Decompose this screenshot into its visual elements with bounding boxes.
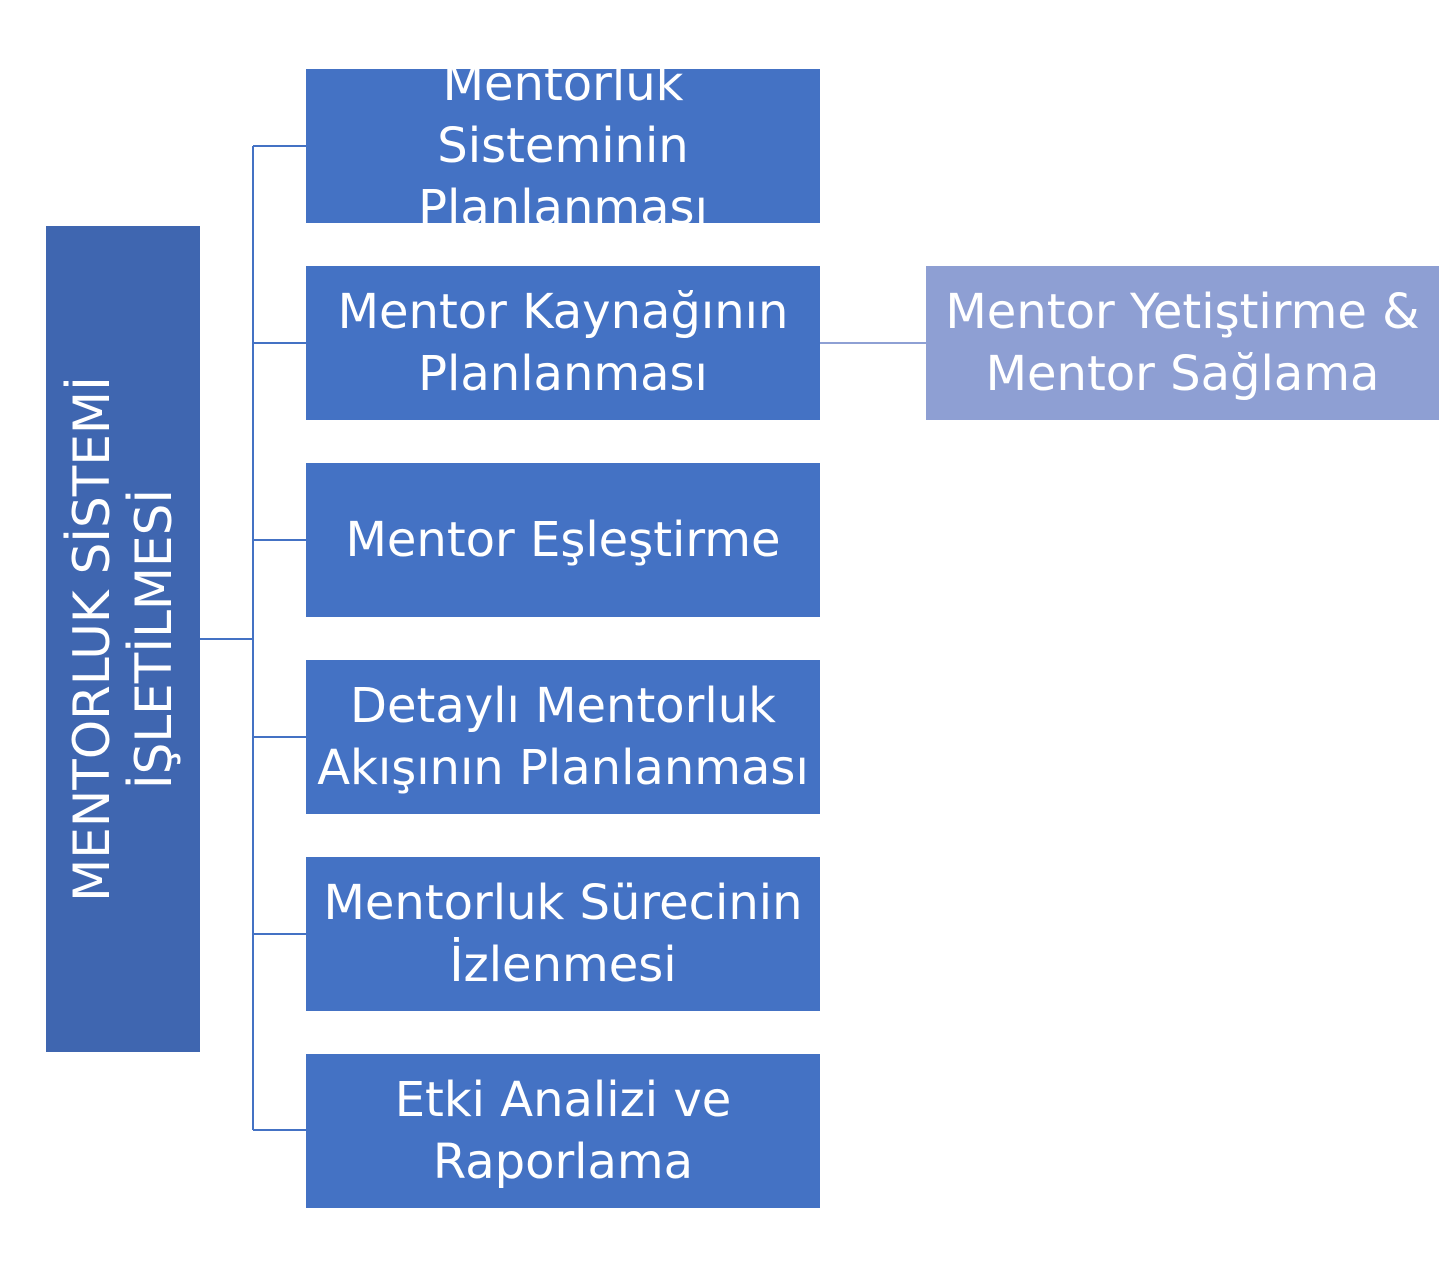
sub-node-label: Mentor Yetiştirme & Mentor Sağlama	[945, 284, 1420, 402]
child-node-2: Mentor Kaynağının Planlanması	[306, 266, 820, 420]
child-node-6: Etki Analizi ve Raporlama	[306, 1054, 820, 1208]
child-node-4: Detaylı Mentorluk Akışının Planlanması	[306, 660, 820, 814]
child-label-5: Mentorluk Sürecinin İzlenmesi	[323, 875, 803, 993]
child-node-3: Mentor Eşleştirme	[306, 463, 820, 617]
root-node: MENTORLUK SİSTEMİ İŞLETİLMESİ	[46, 226, 200, 1052]
sub-node: Mentor Yetiştirme & Mentor Sağlama	[926, 266, 1439, 420]
child-node-1: Mentorluk Sisteminin Planlanması	[306, 56, 820, 236]
root-label: MENTORLUK SİSTEMİ İŞLETİLMESİ	[63, 376, 183, 902]
child-label-1: Mentorluk Sisteminin Planlanması	[418, 56, 708, 236]
child-label-3: Mentor Eşleştirme	[345, 512, 781, 568]
child-node-5: Mentorluk Sürecinin İzlenmesi	[306, 857, 820, 1011]
child-label-4: Detaylı Mentorluk Akışının Planlanması	[317, 678, 809, 796]
child-label-2: Mentor Kaynağının Planlanması	[337, 284, 789, 402]
child-label-6: Etki Analizi ve Raporlama	[394, 1072, 732, 1190]
